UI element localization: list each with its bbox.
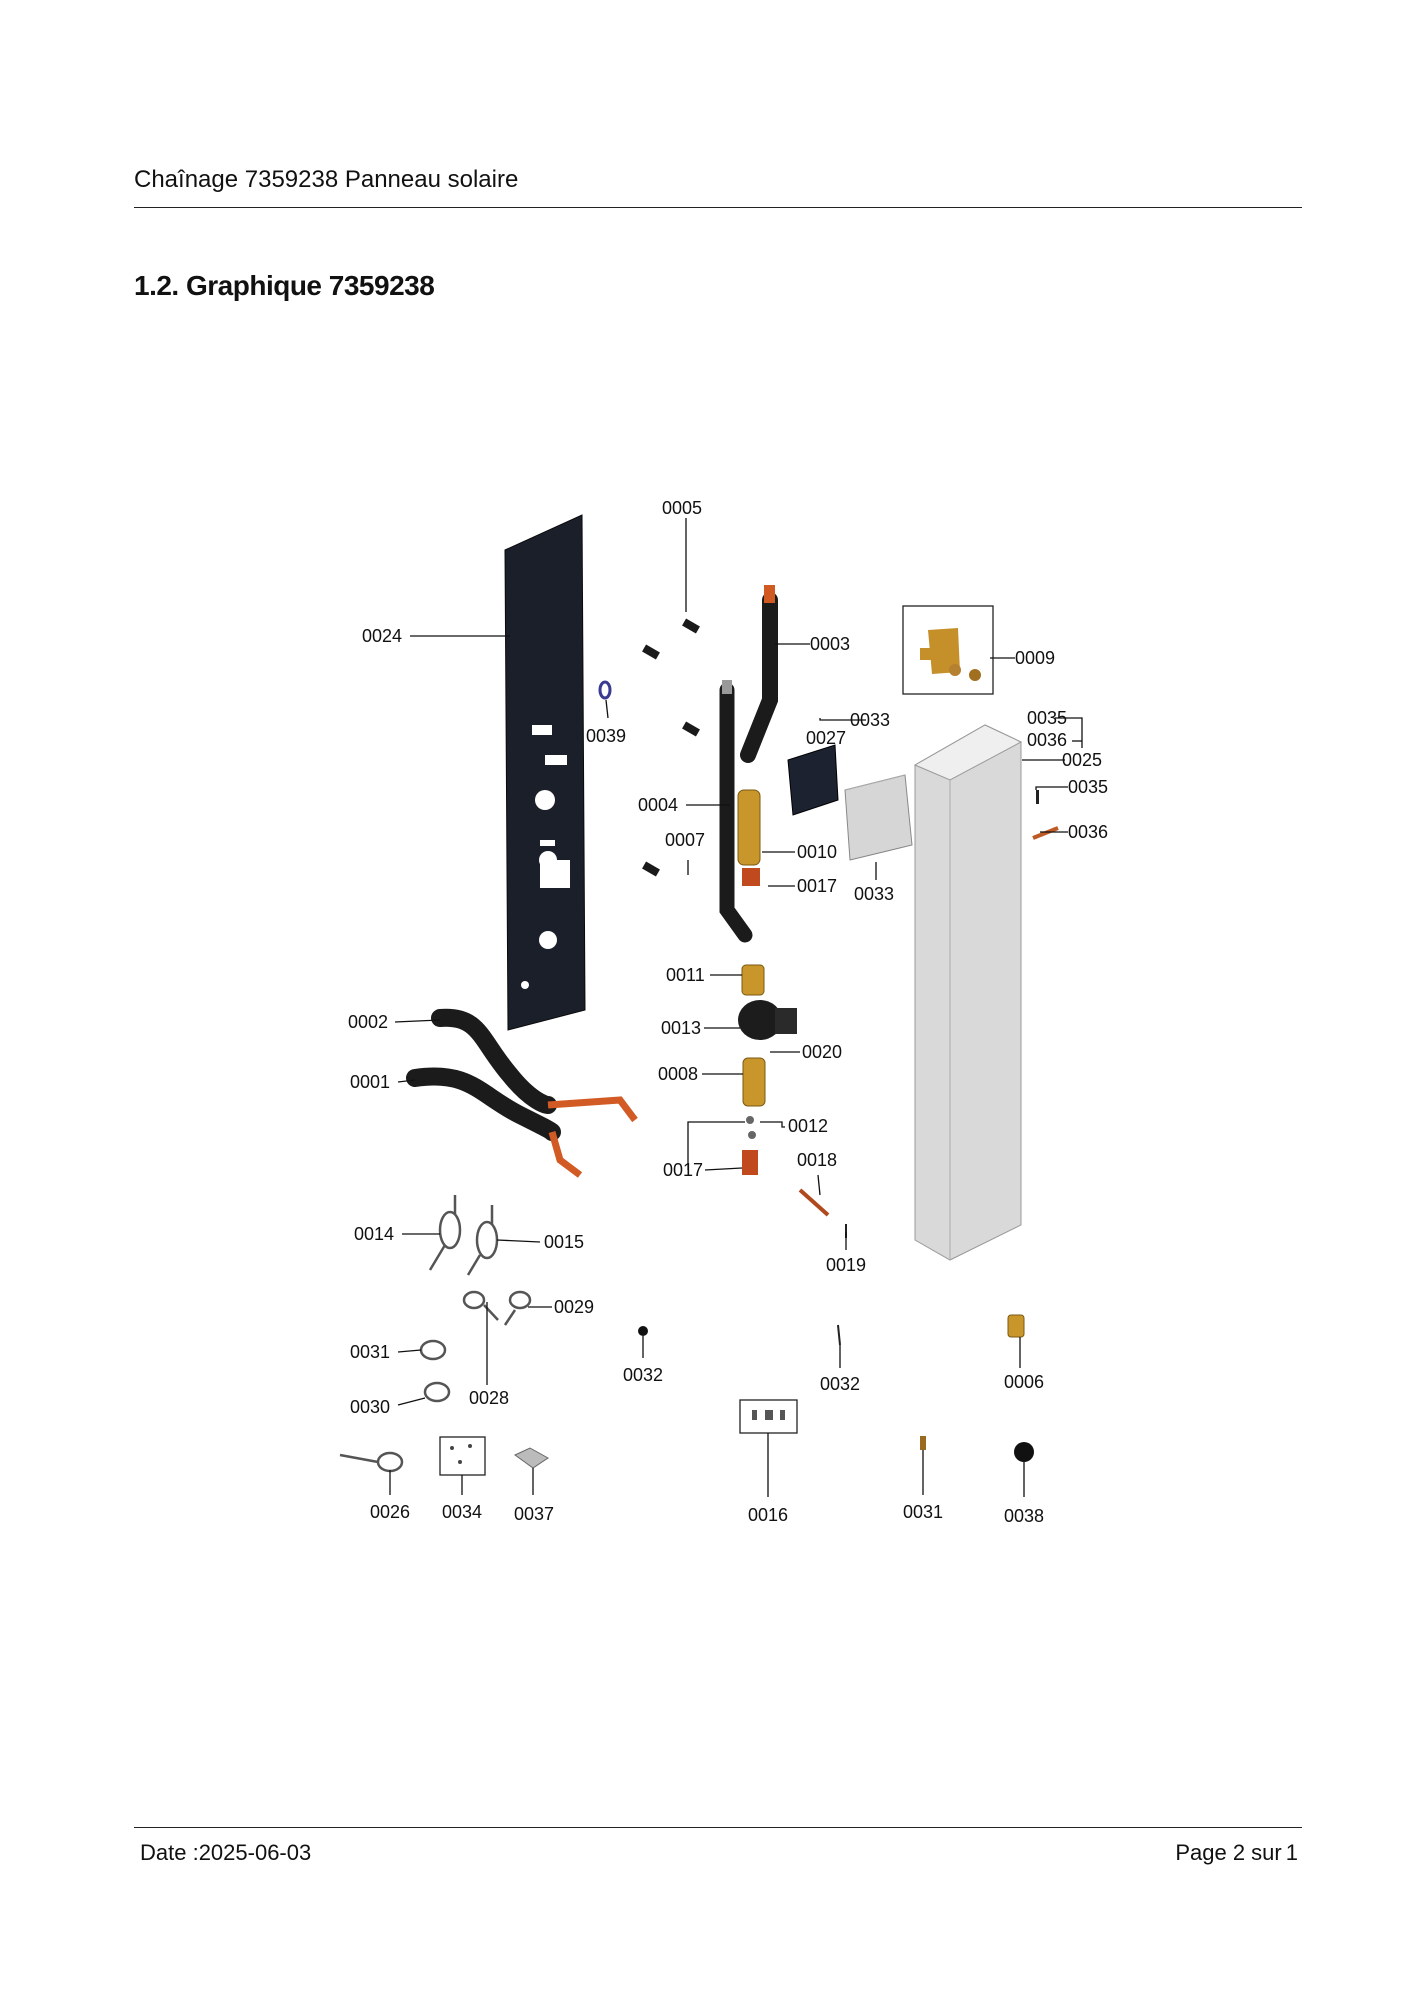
label-0010: 0010: [797, 842, 837, 862]
label-0017: 0017: [663, 1160, 703, 1180]
label-0004: 0004: [638, 795, 678, 815]
valve-group-part: [902, 605, 994, 695]
pipe-0004-part: [719, 680, 753, 943]
label-0013: 0013: [661, 1018, 701, 1038]
label-0005: 0005: [662, 498, 702, 518]
label-0029: 0031: [350, 1342, 390, 1362]
label-0021: 0024: [362, 626, 402, 646]
pin-0032-part: [837, 1324, 841, 1346]
label-0026: 0028: [469, 1388, 509, 1408]
knob-0038-part: [1014, 1442, 1034, 1462]
label-0006: 0006: [1004, 1372, 1044, 1392]
label-0025: 0027: [806, 728, 846, 748]
label-0022: 0025: [1062, 750, 1102, 770]
label-0038: 0038: [1004, 1506, 1044, 1526]
clips-part: [642, 618, 700, 877]
label-0027: 0029: [554, 1297, 594, 1317]
section-title: 1.2. Graphique 7359238: [134, 270, 435, 301]
label-0036: 0036: [1068, 822, 1108, 842]
label-0034: 0034: [442, 1502, 482, 1522]
label-0037: 0037: [514, 1504, 554, 1524]
label-0039: 0039: [586, 726, 626, 746]
label-0002: 0002: [348, 1012, 388, 1032]
label-0024: 0026: [370, 1502, 410, 1522]
page-header-title: Chaînage 7359238 Panneau solaire: [134, 166, 519, 193]
label-0009: 0009: [1015, 648, 1055, 668]
front-cover-part: [913, 724, 1023, 1261]
footer-page-total: 1: [1285, 1840, 1298, 1865]
leader-lines: [389, 518, 1083, 1497]
valve-0008-part: [742, 1057, 766, 1107]
screw-0031-part: [920, 1436, 926, 1450]
label-0019: 0019: [826, 1255, 866, 1275]
control-board-part: [787, 744, 839, 816]
cap-0030-part: [638, 1326, 648, 1336]
label-0007: 0007: [665, 830, 705, 850]
label-0012: 0012: [788, 1116, 828, 1136]
pump-part: [738, 1000, 797, 1040]
label-0036-top: 0036: [1027, 730, 1067, 750]
label-0032: 0032: [820, 1374, 860, 1394]
label-0031: 0031: [903, 1502, 943, 1522]
label-0033-top: 0033: [850, 710, 890, 730]
sensor-0018-part: [798, 1188, 830, 1217]
screw-part: [1036, 790, 1039, 804]
bracket-0037-part: [514, 1447, 549, 1469]
label-0015: 0015: [544, 1232, 584, 1252]
valve-0010-part: [737, 789, 761, 886]
control-box-part: [844, 774, 913, 861]
cables-part: [339, 1195, 532, 1473]
footer-page-text: Page 2 sur: [1175, 1840, 1282, 1865]
o-ring-part: [598, 680, 612, 700]
label-0011: 0011: [666, 965, 705, 985]
label-0033: 0033: [854, 884, 894, 904]
label-0035-top: 0035: [1027, 708, 1067, 728]
pipe-0003-part: [740, 585, 778, 763]
label-0016: 0016: [748, 1505, 788, 1525]
label-0003: 0003: [810, 634, 850, 654]
footer-rule: [134, 1827, 1302, 1828]
kit-0016-part: [739, 1399, 798, 1434]
back-panel-part: [504, 514, 586, 1031]
label-0030: 0032: [623, 1365, 663, 1385]
label-0001: 0001: [350, 1072, 390, 1092]
label-0018: 0018: [797, 1150, 837, 1170]
fitting-0011-part: [741, 964, 765, 996]
label-0014: 0014: [354, 1224, 394, 1244]
hoses-part: [406, 1008, 638, 1178]
label-0008: 0008: [658, 1064, 698, 1084]
valve-0006-part: [1007, 1314, 1025, 1338]
kit-0034-part: [439, 1436, 486, 1476]
header-rule: [134, 207, 1302, 208]
label-0035: 0035: [1068, 777, 1108, 797]
part-labels: 0005 0024 0003 0009 0039 0033 0027 0035 …: [348, 498, 1108, 1526]
label-0028: 0030: [350, 1397, 390, 1417]
footer-date: Date :2025-06-03: [140, 1840, 312, 1865]
label-0020: 0020: [802, 1042, 842, 1062]
sensor-part: [1032, 826, 1059, 840]
label-0017-top: 0017: [797, 876, 837, 896]
fittings-lower-part: [742, 1116, 758, 1175]
